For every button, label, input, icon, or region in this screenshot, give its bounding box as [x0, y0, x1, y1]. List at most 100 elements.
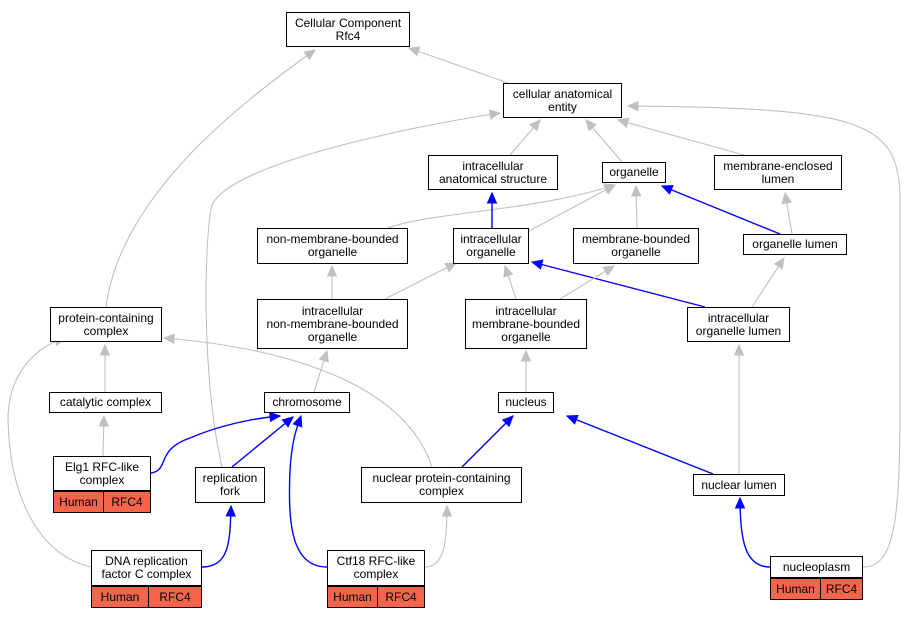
- edge-arrowhead: [565, 414, 579, 425]
- edge-is-a-replication-fork: [205, 112, 501, 468]
- annotation-gene-tag: RFC4: [103, 491, 151, 513]
- edge-arrowhead: [98, 414, 110, 427]
- edge-is-a-protein-containing-complex: [105, 49, 316, 308]
- annotation-species-tag: Human: [327, 586, 378, 608]
- node-label: chromosome: [272, 395, 342, 409]
- node-label: intracellular membrane-bounded organelle: [471, 303, 581, 344]
- edge-part-of-nucleoplasm: [739, 497, 771, 568]
- node-label: intracellular organelle lumen: [695, 310, 782, 338]
- edge-is-a-intracellular-non-membrane-bounded-organelle: [384, 262, 457, 300]
- node-label: nucleoplasm: [782, 559, 851, 574]
- annotation-gene-tag: RFC4: [377, 586, 425, 608]
- node-nuclear-protein-containing-complex[interactable]: nuclear protein-containing complex: [361, 467, 522, 503]
- node-dna-replication-factor-c-complex[interactable]: DNA replication factor C complex: [91, 550, 202, 586]
- node-protein-containing-complex[interactable]: protein-containing complex: [50, 307, 162, 342]
- node-organelle-lumen[interactable]: organelle lumen: [743, 234, 847, 255]
- edge-part-of-organelle-lumen: [661, 185, 781, 235]
- edge-arrowhead: [407, 46, 421, 57]
- edge-arrowhead: [626, 100, 639, 112]
- node-label: catalytic complex: [59, 395, 152, 409]
- node-label: intracellular organelle: [460, 232, 522, 259]
- edge-arrowhead: [441, 504, 453, 517]
- edge-is-a-cellular-anatomical-entity: [408, 47, 509, 84]
- annotation-gene-tag: RFC4: [820, 578, 863, 600]
- annotation-species-tag: Human: [91, 586, 149, 608]
- edge-arrowhead: [225, 504, 236, 517]
- node-label: nucleus: [505, 395, 547, 409]
- edge-arrowhead: [781, 191, 792, 205]
- edge-is-a-intracellular-membrane-bounded-organelle: [559, 265, 615, 300]
- annotation-gene-tag: RFC4: [148, 586, 202, 608]
- edge-arrowhead: [530, 259, 544, 270]
- node-label: organelle lumen: [752, 237, 838, 251]
- edge-arrowhead: [281, 416, 294, 428]
- edge-arrowhead: [486, 191, 498, 204]
- edge-is-a-dna-replication-factor-c-complex: [7, 337, 92, 568]
- edge-arrowhead: [773, 256, 785, 270]
- edge-arrowhead: [660, 185, 674, 195]
- node-membrane-bounded-organelle[interactable]: membrane-bounded organelle: [573, 228, 699, 264]
- node-label: DNA replication factor C complex: [101, 554, 192, 581]
- node-label: Cellular Component Rfc4: [294, 15, 402, 43]
- edge-arrowhead: [734, 496, 746, 509]
- node-intracellular-organelle[interactable]: intracellular organelle: [453, 228, 529, 264]
- edge-arrowhead: [318, 349, 329, 363]
- node-chromosome[interactable]: chromosome: [264, 392, 350, 413]
- node-label: organelle: [609, 165, 659, 179]
- edge-is-a-non-membrane-bounded-organelle: [387, 184, 616, 229]
- edge-part-of-nuclear-protein-containing-complex: [461, 415, 514, 468]
- edge-arrowhead: [269, 411, 282, 423]
- edge-arrowhead: [602, 265, 616, 276]
- edge-arrowhead: [529, 119, 541, 132]
- node-label: non-membrane-bounded organelle: [266, 232, 399, 259]
- edge-arrowhead: [488, 109, 502, 120]
- node-intracellular-membrane-bounded-organelle[interactable]: intracellular membrane-bounded organelle: [465, 299, 587, 349]
- edge-is-a-intracellular-organelle: [526, 184, 616, 233]
- edge-arrowhead: [326, 264, 338, 277]
- edge-is-a-membrane-enclosed-lumen: [617, 119, 745, 156]
- node-cellular-component-rfc4[interactable]: Cellular Component Rfc4: [286, 12, 410, 47]
- node-organelle[interactable]: organelle: [602, 162, 666, 183]
- node-label: membrane-enclosed lumen: [723, 158, 833, 186]
- edge-arrowhead: [603, 184, 617, 195]
- edge-arrowhead: [501, 415, 514, 428]
- edge-arrowhead: [303, 49, 316, 61]
- node-label: intracellular anatomical structure: [438, 158, 548, 186]
- edge-part-of-nuclear-lumen: [566, 415, 714, 475]
- edge-arrowhead: [585, 119, 597, 132]
- node-intracellular-anatomical-structure[interactable]: intracellular anatomical structure: [428, 155, 558, 190]
- node-nucleus[interactable]: nucleus: [498, 392, 554, 413]
- edge-arrowhead: [292, 414, 303, 428]
- node-label: protein-containing complex: [58, 310, 154, 338]
- node-label: cellular anatomical entity: [512, 86, 613, 114]
- node-cellular-anatomical-entity[interactable]: cellular anatomical entity: [503, 83, 622, 118]
- node-intracellular-organelle-lumen[interactable]: intracellular organelle lumen: [687, 307, 790, 342]
- node-nucleoplasm[interactable]: nucleoplasm: [770, 556, 863, 578]
- edge-part-of-replication-fork: [231, 416, 294, 468]
- annotation-species-tag: Human: [770, 578, 821, 600]
- edge-arrowhead: [630, 184, 642, 197]
- edge-arrowhead: [520, 349, 532, 362]
- edge-part-of-ctf18-rfc-like-complex: [288, 415, 328, 568]
- node-label: membrane-bounded organelle: [581, 232, 691, 259]
- edge-arrowhead: [503, 264, 514, 278]
- node-ctf18-rfc-like-complex[interactable]: Ctf18 RFC-like complex: [327, 550, 425, 586]
- node-intracellular-non-membrane-bounded-organelle[interactable]: intracellular non-membrane-bounded organ…: [257, 299, 408, 349]
- node-membrane-enclosed-lumen[interactable]: membrane-enclosed lumen: [714, 155, 842, 190]
- edge-arrowhead: [444, 262, 458, 273]
- node-label: nuclear protein-containing complex: [372, 471, 511, 498]
- edge-part-of-elg1-rfc-like-complex: [150, 415, 281, 474]
- node-catalytic-complex[interactable]: catalytic complex: [49, 392, 162, 413]
- edge-is-a-nucleoplasm: [627, 105, 901, 568]
- node-non-membrane-bounded-organelle[interactable]: non-membrane-bounded organelle: [257, 228, 408, 264]
- edge-is-a-nuclear-protein-containing-complex: [163, 337, 433, 468]
- edge-arrowhead: [162, 333, 175, 345]
- node-elg1-rfc-like-complex[interactable]: Elg1 RFC-like complex: [53, 456, 151, 491]
- node-label: Elg1 RFC-like complex: [64, 459, 139, 487]
- edge-arrowhead: [733, 343, 745, 356]
- edge-part-of-intracellular-organelle-lumen: [531, 261, 706, 308]
- node-label: Ctf18 RFC-like complex: [336, 554, 416, 581]
- node-replication-fork[interactable]: replication fork: [195, 467, 265, 503]
- node-nuclear-lumen[interactable]: nuclear lumen: [693, 474, 785, 496]
